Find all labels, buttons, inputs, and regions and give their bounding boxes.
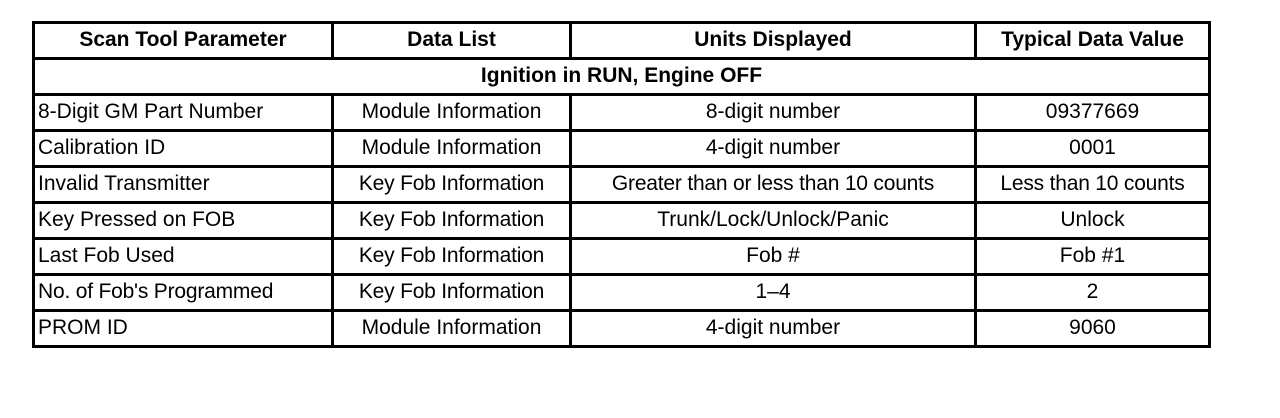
cell-units: Fob #: [569, 237, 977, 276]
column-header-typical-data-value: Typical Data Value: [974, 21, 1211, 60]
cell-units: 8-digit number: [569, 93, 977, 132]
table-row: Calibration ID Module Information 4-digi…: [32, 129, 1211, 168]
cell-parameter: PROM ID: [32, 309, 334, 348]
cell-typical-value: 09377669: [974, 93, 1211, 132]
column-header-units-displayed: Units Displayed: [569, 21, 977, 60]
cell-data-list: Module Information: [331, 93, 572, 132]
cell-typical-value: Fob #1: [974, 237, 1211, 276]
table-body: Ignition in RUN, Engine OFF 8-Digit GM P…: [32, 57, 1211, 348]
cell-typical-value: 2: [974, 273, 1211, 312]
cell-data-list: Module Information: [331, 309, 572, 348]
table-header: Scan Tool Parameter Data List Units Disp…: [32, 21, 1211, 60]
section-row-label: Ignition in RUN, Engine OFF: [32, 57, 1211, 96]
cell-parameter: No. of Fob's Programmed: [32, 273, 334, 312]
table-row: Key Pressed on FOB Key Fob Information T…: [32, 201, 1211, 240]
column-header-scan-tool-parameter: Scan Tool Parameter: [32, 21, 334, 60]
cell-data-list: Module Information: [331, 129, 572, 168]
table-row: 8-Digit GM Part Number Module Informatio…: [32, 93, 1211, 132]
cell-data-list: Key Fob Information: [331, 165, 572, 204]
cell-parameter: 8-Digit GM Part Number: [32, 93, 334, 132]
cell-data-list: Key Fob Information: [331, 201, 572, 240]
table-row: Last Fob Used Key Fob Information Fob # …: [32, 237, 1211, 276]
cell-units: 4-digit number: [569, 129, 977, 168]
cell-parameter: Last Fob Used: [32, 237, 334, 276]
cell-parameter: Invalid Transmitter: [32, 165, 334, 204]
scan-tool-parameter-table: Scan Tool Parameter Data List Units Disp…: [32, 21, 1211, 348]
cell-typical-value: Less than 10 counts: [974, 165, 1211, 204]
column-header-data-list: Data List: [331, 21, 572, 60]
cell-data-list: Key Fob Information: [331, 237, 572, 276]
cell-units: Trunk/Lock/Unlock/Panic: [569, 201, 977, 240]
cell-units: 4-digit number: [569, 309, 977, 348]
section-row-ignition-run-engine-off: Ignition in RUN, Engine OFF: [32, 57, 1211, 96]
cell-typical-value: Unlock: [974, 201, 1211, 240]
table-row: Invalid Transmitter Key Fob Information …: [32, 165, 1211, 204]
cell-typical-value: 9060: [974, 309, 1211, 348]
table-row: No. of Fob's Programmed Key Fob Informat…: [32, 273, 1211, 312]
header-row: Scan Tool Parameter Data List Units Disp…: [32, 21, 1211, 60]
cell-data-list: Key Fob Information: [331, 273, 572, 312]
cell-units: 1–4: [569, 273, 977, 312]
cell-units: Greater than or less than 10 counts: [569, 165, 977, 204]
cell-parameter: Calibration ID: [32, 129, 334, 168]
cell-typical-value: 0001: [974, 129, 1211, 168]
cell-parameter: Key Pressed on FOB: [32, 201, 334, 240]
table-row: PROM ID Module Information 4-digit numbe…: [32, 309, 1211, 348]
